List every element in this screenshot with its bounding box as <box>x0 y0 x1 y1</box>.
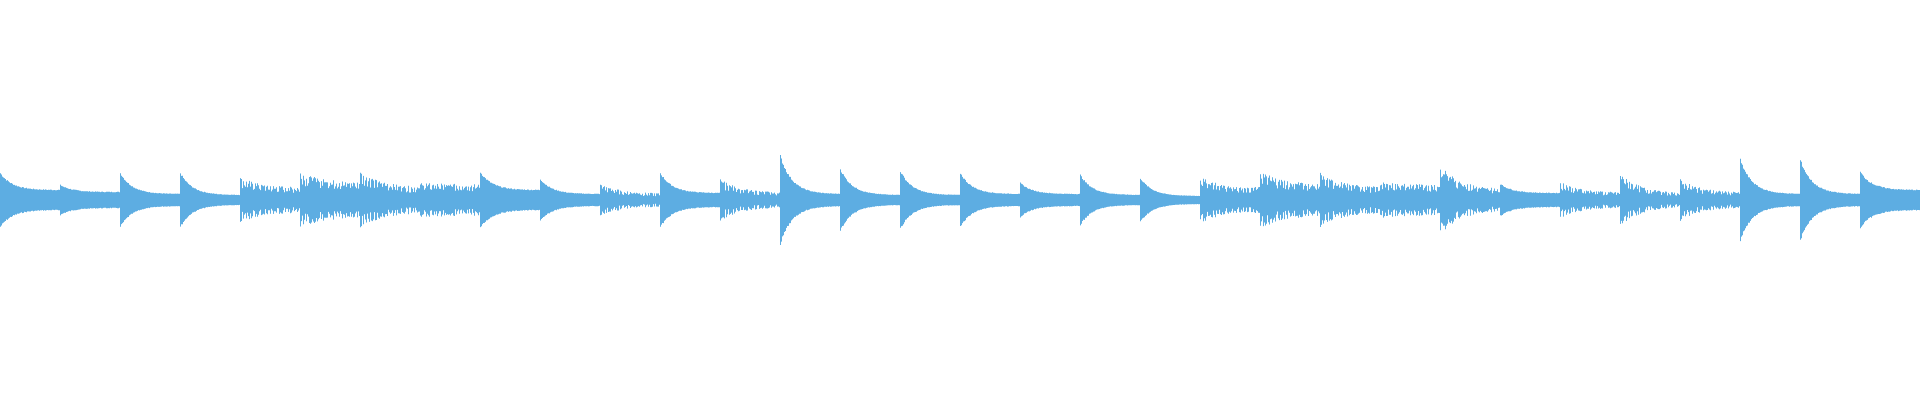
waveform-segment <box>780 155 840 245</box>
waveform-segment <box>1020 182 1080 218</box>
waveform-segment <box>240 178 300 222</box>
waveform-segment <box>60 184 120 216</box>
waveform-segment <box>720 179 780 221</box>
waveform-segment <box>300 173 360 227</box>
waveform-segment <box>960 173 1020 226</box>
waveform-segment <box>1200 178 1260 222</box>
waveform-segment <box>1320 172 1380 227</box>
waveform-segment <box>600 184 660 216</box>
waveform-segment <box>120 173 180 227</box>
waveform-segment <box>1860 171 1920 229</box>
waveform-segment <box>1800 160 1860 240</box>
waveform-segment <box>1380 182 1440 218</box>
waveform-segment <box>1680 179 1740 221</box>
waveform-segment <box>1620 176 1680 224</box>
waveform-segment <box>180 173 240 227</box>
waveform-segment <box>1500 184 1560 216</box>
waveform-segment <box>360 172 420 228</box>
waveform-segment <box>540 179 600 221</box>
waveform-segment <box>1440 169 1500 231</box>
waveform-segment <box>1740 158 1800 242</box>
waveform-segment <box>900 172 960 228</box>
waveform-segment <box>420 183 480 217</box>
waveform-segment <box>1140 178 1200 222</box>
waveform-segment <box>1080 174 1140 226</box>
waveform-segment <box>0 173 60 227</box>
waveform-segment <box>1560 183 1620 217</box>
waveform-segment <box>480 172 540 228</box>
waveform-segment <box>660 173 720 227</box>
waveform-segment <box>1260 173 1320 227</box>
waveform-segment <box>840 169 900 231</box>
